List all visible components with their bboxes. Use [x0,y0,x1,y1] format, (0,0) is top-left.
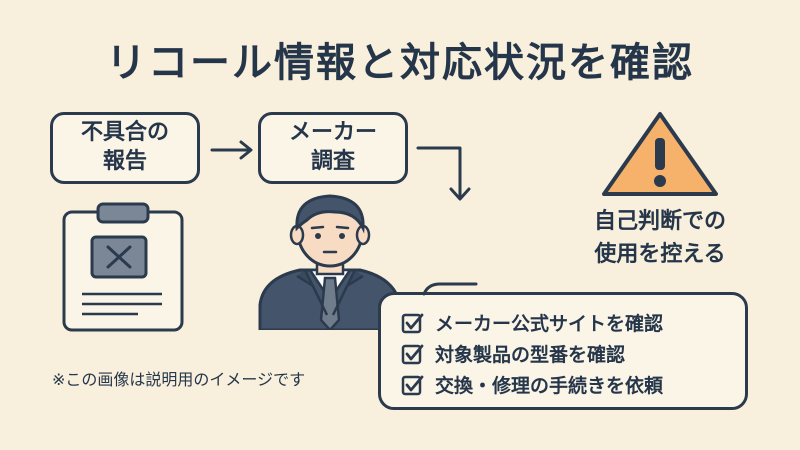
disclaimer-note: ※この画像は説明用のイメージです [52,370,306,389]
checkbox-checked-icon [401,313,424,333]
checklist-item-label: メーカー公式サイトを確認 [435,313,664,335]
step-investigation-label: メーカー 調査 [288,120,377,174]
checklist-tab-decoration [422,282,478,296]
checkbox-checked-icon [401,344,424,364]
arrow-right-icon [210,140,253,160]
checkbox-checked-icon [401,375,424,395]
checklist-item: 交換・修理の手続きを依頼 [401,369,731,400]
clipboard-icon [62,202,184,332]
businessman-icon [258,194,402,330]
step-investigation-box: メーカー 調査 [258,112,408,184]
checklist-box: メーカー公式サイトを確認 対象製品の型番を確認 交換・修理の手続きを依頼 [378,292,748,410]
checklist-item-label: 交換・修理の手続きを依頼 [435,375,664,397]
step-report-box: 不具合の 報告 [50,112,200,184]
page-title: リコール情報と対応状況を確認 [106,40,694,86]
checklist-item: メーカー公式サイトを確認 [401,307,731,338]
arrow-down-icon [416,146,471,201]
warning-text: 自己判断での 使用を控える [593,209,726,267]
checklist-item-label: 対象製品の型番を確認 [435,344,626,366]
checklist-item: 対象製品の型番を確認 [401,338,731,369]
step-report-label: 不具合の 報告 [80,120,169,174]
warning-triangle-icon [602,112,718,196]
